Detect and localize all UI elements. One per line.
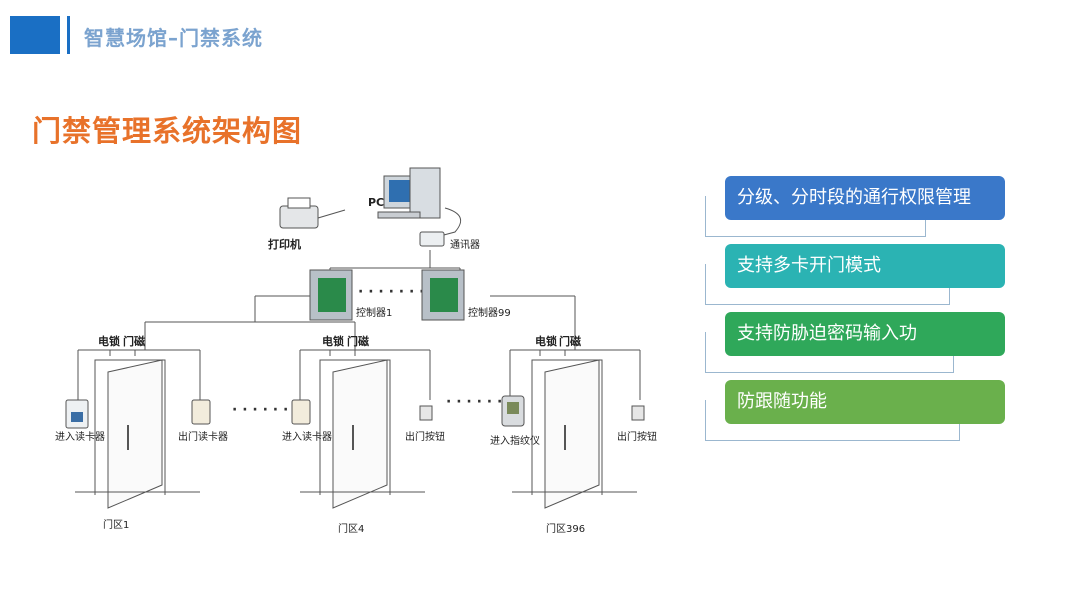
pc-label: PC — [368, 196, 384, 209]
zone1-entry-label: 进入读卡器 — [55, 430, 105, 443]
feature-box: 支持防胁迫密码输入功 — [725, 312, 1005, 356]
printer-icon — [279, 197, 319, 229]
header-title: 智慧场馆–门禁系统 — [84, 26, 263, 50]
door-icon — [512, 359, 637, 509]
exit-button-icon — [419, 405, 433, 421]
zone1-name: 门区1 — [103, 518, 129, 531]
zone2-magnet-label: 门磁 — [347, 334, 369, 348]
feature-bracket — [705, 196, 926, 237]
feature-box: 支持多卡开门模式 — [725, 244, 1005, 288]
fingerprint-reader-icon — [501, 395, 525, 427]
access-control-diagram: PC 打印机 通讯器 控制器1 · · · · · · · · 控制器99 电锁… — [55, 167, 657, 535]
feature-box: 分级、分时段的通行权限管理 — [725, 176, 1005, 220]
card-reader-icon — [291, 399, 311, 425]
controller1-label: 控制器1 — [356, 306, 392, 319]
controller99-label: 控制器99 — [468, 306, 511, 319]
card-reader-icon — [65, 399, 89, 429]
feature-bracket — [705, 400, 960, 441]
header-logo-block — [10, 16, 60, 54]
door-icon — [75, 359, 200, 509]
feature-bracket — [705, 332, 954, 373]
pc-icon — [377, 167, 441, 219]
communicator-icon — [419, 231, 445, 247]
ellipsis: · · · · · · — [232, 402, 288, 418]
zone2-name: 门区4 — [338, 522, 364, 535]
printer-label: 打印机 — [268, 237, 301, 251]
page-title: 门禁管理系统架构图 — [32, 114, 303, 148]
feature-bracket — [705, 264, 950, 305]
door-icon — [300, 359, 425, 509]
header-divider — [67, 16, 70, 54]
zone3-magnet-label: 门磁 — [559, 334, 581, 348]
communicator-label: 通讯器 — [450, 239, 480, 251]
zone2-entry-label: 进入读卡器 — [282, 430, 332, 443]
zone3-entry-label: 进入指纹仪 — [490, 434, 540, 447]
feature-box: 防跟随功能 — [725, 380, 1005, 424]
zone2-exit-label: 出门按钮 — [405, 430, 445, 443]
zone3-exit-label: 出门按钮 — [617, 430, 657, 443]
zone1-magnet-label: 门磁 — [123, 334, 145, 348]
ellipsis: · · · · · · · · — [358, 284, 435, 300]
controller-icon — [309, 269, 353, 321]
zone1-exit-label: 出门读卡器 — [178, 430, 228, 443]
controller-icon — [421, 269, 465, 321]
card-reader-icon — [191, 399, 211, 425]
ellipsis: · · · · · · — [446, 394, 502, 410]
zone1-lock-label: 电锁 — [98, 334, 120, 348]
zone3-name: 门区396 — [546, 522, 585, 535]
zone3-lock-label: 电锁 — [535, 334, 557, 348]
exit-button-icon — [631, 405, 645, 421]
zone2-lock-label: 电锁 — [322, 334, 344, 348]
